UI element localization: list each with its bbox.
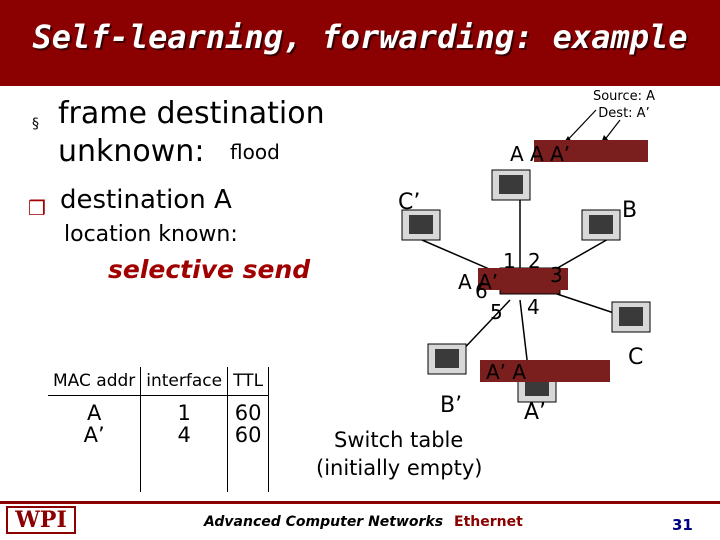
computer-icon-A — [491, 169, 531, 201]
footer-topic: Ethernet — [454, 514, 523, 530]
slide-title: Self-learning, forwarding: example — [32, 18, 688, 56]
frame-top-label: A A A’ — [510, 142, 571, 166]
flood-label: flood — [230, 140, 280, 164]
port-1: 1 — [503, 249, 516, 273]
dest-label: Dest: A’ — [598, 106, 650, 121]
source-dest-label: Source: A Dest: A’ — [582, 88, 666, 122]
frame-top-box — [534, 140, 648, 162]
switch-table: MAC addr interface TTL A A’ 1 4 60 60 — [48, 367, 270, 492]
table-caption-line1: Switch table — [334, 428, 464, 452]
computer-icon-C — [611, 301, 651, 333]
node-label-Cprime: C’ — [398, 190, 421, 215]
table-row: A A’ 1 4 60 60 — [48, 395, 269, 492]
bullet1-line2: unknown: — [58, 134, 205, 169]
source-label: Source: A — [592, 89, 656, 104]
computer-icon-Bprime — [427, 343, 467, 375]
bullet2-line1: destination A — [60, 185, 232, 215]
page-number: 31 — [672, 516, 693, 534]
bullet2-line3: selective send — [108, 255, 311, 284]
title-bar — [0, 0, 720, 86]
frame-bottom-label: A’ A — [486, 360, 527, 384]
bullet-checkbox-icon: ❒ — [28, 196, 46, 220]
table-header-mac: MAC addr — [48, 367, 141, 396]
frame-bottom-box — [480, 360, 610, 382]
table-header-interface: interface — [140, 367, 228, 396]
node-label-C: C — [628, 345, 644, 370]
computer-icon-B — [581, 209, 621, 241]
cell-mac: A A’ — [83, 401, 105, 447]
frame-mid-label: A A’ — [458, 270, 499, 294]
computer-icon-Cprime — [401, 209, 441, 241]
node-label-B: B — [622, 198, 638, 223]
bullet1-line1: frame destination — [58, 96, 325, 131]
table-caption-line2: (initially empty) — [316, 456, 483, 480]
node-label-Aprime: A’ — [524, 400, 547, 425]
footer-course: Advanced Computer Networks — [204, 514, 444, 530]
bullet2-line2: location known: — [64, 222, 238, 247]
cell-iface: 1 4 — [140, 395, 228, 492]
port-6: 6 — [475, 279, 488, 303]
bullet-square: § — [32, 116, 39, 132]
port-3: 3 — [550, 263, 563, 287]
table-header-ttl: TTL — [227, 367, 269, 396]
frame-mid-box — [478, 268, 568, 290]
footer-divider — [0, 501, 720, 504]
port-4: 4 — [527, 295, 540, 319]
cell-ttl: 60 60 — [227, 395, 269, 492]
port-5: 5 — [490, 300, 503, 324]
wpi-logo: WPI — [6, 506, 76, 534]
port-2: 2 — [528, 249, 541, 273]
node-label-Bprime: B’ — [440, 393, 463, 418]
